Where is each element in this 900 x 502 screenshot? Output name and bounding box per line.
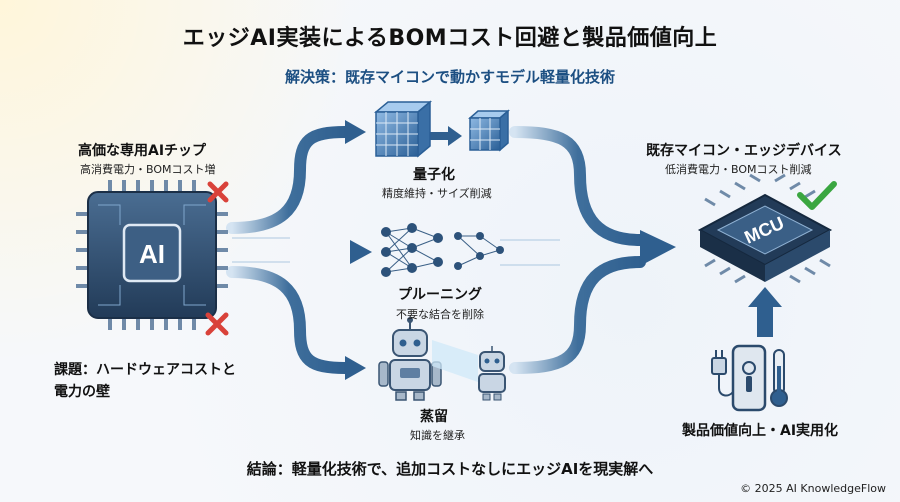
teacher-robot-icon [378,317,442,401]
plug-icon [711,350,734,397]
issue-line-2: 電力の壁 [54,384,110,400]
right-flow-arrows [504,126,651,374]
technique-subtitle-quantization: 精度維持・サイズ削減 [382,187,492,200]
arrow-head-bottom [345,356,366,380]
right-chip-title: 既存マイコン・エッジデバイス [646,143,842,159]
arrow-head-right [640,230,676,266]
issue-text: 課題：ハードウェアコストと 電力の壁 [54,359,236,403]
product-value-label: 製品価値向上・AI実用化 [682,423,839,439]
small-cube-icon [468,109,510,152]
student-robot-icon [478,346,506,401]
left-chip-subtitle: 高消費電力・BOMコスト増 [80,163,216,176]
page-title: エッジAI実装によるBOMコスト回避と製品価値向上 [182,26,718,51]
conclusion-text: 結論：軽量化技術で、追加コストなしにエッジAIを現実解へ [246,460,654,478]
arrow-head-mid [350,240,372,264]
technique-title-pruning: プルーニング [398,287,482,303]
smartphone-icon [731,344,767,412]
cube-arrow-icon [428,126,462,146]
circuit-lines [232,237,560,266]
technique-title-distillation: 蒸留 [420,409,448,425]
cross-icon [207,181,229,203]
arrow-head-top [345,120,366,144]
copyright: © 2025 AI KnowledgeFlow [740,482,886,495]
left-flow-arrows [226,126,356,374]
pruned-network-icon [454,232,504,270]
up-arrow-icon [748,287,782,337]
thermometer-icon [770,349,788,407]
technique-title-quantization: 量子化 [413,167,455,183]
page-subtitle: 解決策：既存マイコンで動かすモデル軽量化技術 [284,68,615,86]
technique-subtitle-distillation: 知識を継承 [410,429,465,442]
mcu-chip-icon [697,173,833,284]
right-chip-subtitle: 低消費電力・BOMコスト削減 [665,163,812,176]
knowledge-beam [432,340,478,382]
check-icon [797,181,837,210]
left-chip-title: 高価な専用AIチップ [78,143,207,159]
neural-network-icon [381,223,443,277]
ai-chip-label: AI [139,239,165,269]
cross-icon [205,312,229,336]
large-cube-icon [373,100,433,158]
ai-chip-icon [76,180,228,330]
technique-subtitle-pruning: 不要な結合を削除 [396,308,484,321]
issue-line-1: 課題：ハードウェアコストと [54,362,236,378]
